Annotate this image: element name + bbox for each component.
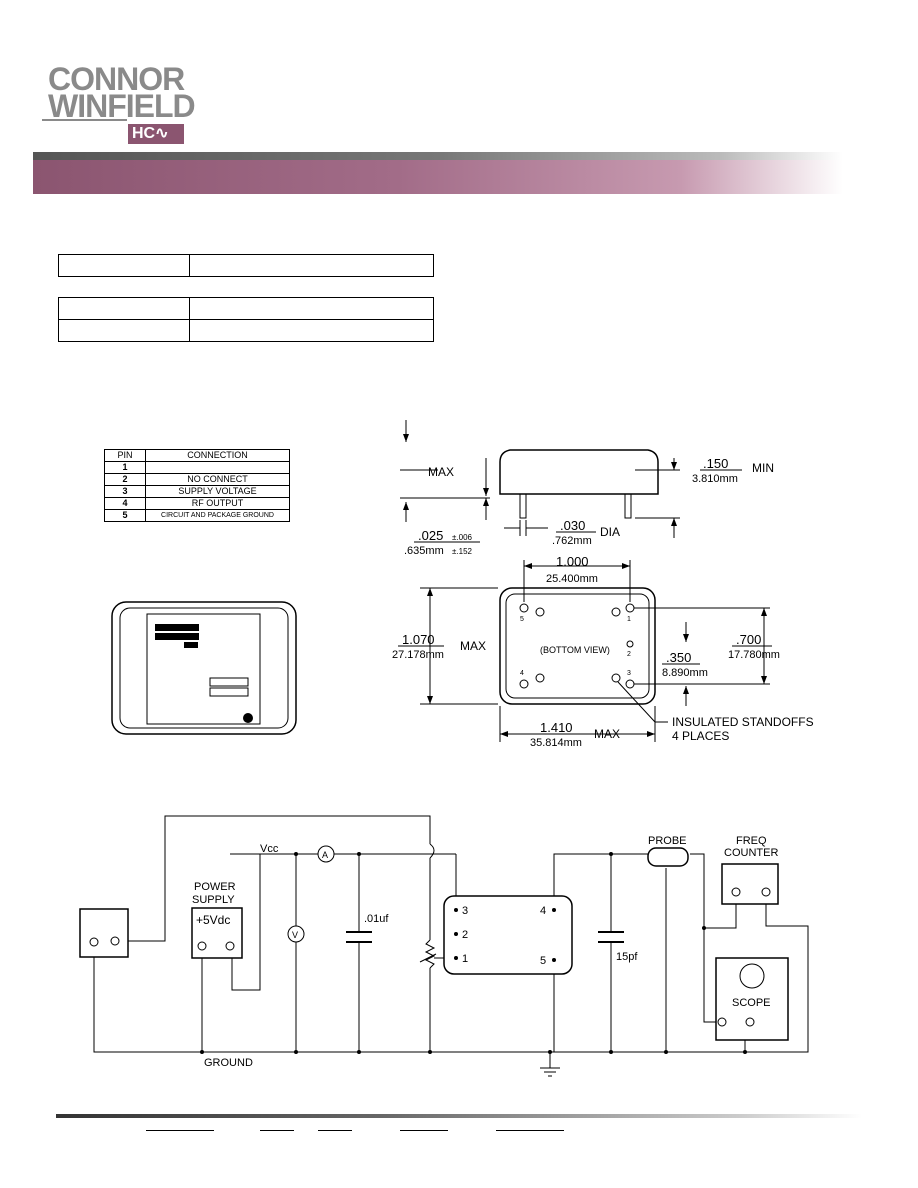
footer-blank [260, 1130, 294, 1131]
dim-025-tol: ±.006 [452, 533, 473, 542]
dim-025: .025 [418, 528, 443, 543]
info-cell [58, 319, 190, 342]
logo-mark-box [128, 124, 184, 144]
dim-700: .700 [736, 632, 761, 647]
info-cell [58, 297, 190, 320]
dim-700-mm: 17.780mm [728, 649, 780, 661]
pin-number: 4 [104, 497, 146, 510]
bottom-view-label: (BOTTOM VIEW) [540, 645, 610, 655]
dim-1410-mm: 35.814mm [530, 737, 582, 749]
power-supply-label-2: SUPPLY [192, 894, 235, 906]
pin-connection: NO CONNECT [145, 473, 290, 486]
dim-025-mm-tol: ±.152 [452, 547, 473, 556]
vcc-label: Vcc [260, 843, 279, 855]
dut-pin-3: 3 [462, 905, 468, 917]
dim-150: .150 [703, 456, 728, 471]
dim-1000: 1.000 [556, 554, 589, 569]
dut-pin-2: 2 [462, 929, 468, 941]
pin-number: 2 [104, 473, 146, 486]
probe-label: PROBE [648, 835, 687, 847]
dim-min: MIN [752, 461, 774, 475]
freq-counter-label-2: COUNTER [724, 847, 778, 859]
bottom-pin-2: 2 [627, 651, 631, 658]
dim-030-mm: .762mm [552, 535, 592, 547]
footer-blank [496, 1130, 564, 1131]
info-cell [58, 254, 190, 277]
dim-025-mm: .635mm [404, 545, 444, 557]
dim-max-side: MAX [428, 465, 454, 479]
freq-counter-label-1: FREQ [736, 835, 767, 847]
pin-connection: SUPPLY VOLTAGE [145, 485, 290, 498]
supply-voltage-label: +5Vdc [196, 913, 230, 927]
dim-150-mm: 3.810mm [692, 473, 738, 485]
dim-dia: DIA [600, 525, 620, 539]
bottom-pin-4: 4 [520, 670, 524, 677]
voltmeter-label: V [292, 930, 298, 940]
ammeter-label: A [322, 850, 328, 860]
test-circuit: POWER SUPPLY +5Vdc Vcc A V .01uf 3 2 1 4… [79, 815, 809, 1077]
bottom-pin-1: 1 [627, 616, 631, 623]
dim-1410: 1.410 [540, 720, 573, 735]
dim-1070: 1.070 [402, 632, 435, 647]
logo-line-winfield: WINFIELD [48, 88, 196, 124]
connection-header: CONNECTION [145, 449, 290, 462]
pin-number: 5 [104, 509, 146, 522]
info-table-2 [58, 297, 434, 342]
dut-pin-4: 4 [540, 905, 546, 917]
power-supply-label-1: POWER [194, 881, 236, 893]
bottom-pin-5: 5 [520, 616, 524, 623]
cap2-label: 15pf [616, 951, 638, 963]
logo-rule [42, 119, 127, 121]
pin-connection: CIRCUIT AND PACKAGE GROUND [145, 509, 290, 522]
footer-blank [400, 1130, 448, 1131]
info-table-1 [58, 254, 434, 277]
info-cell [189, 254, 434, 277]
mechanical-drawing: MAX .150 3.810mm MIN .025 ±.006 .635mm ±… [392, 420, 814, 749]
ground-label: GROUND [204, 1057, 253, 1069]
dim-350-mm: 8.890mm [662, 667, 708, 679]
logo-mark-text: HC∿ [132, 125, 169, 142]
dut-pin-1: 1 [462, 953, 468, 965]
pin-connection [145, 461, 290, 474]
dim-350: .350 [666, 650, 691, 665]
pin-number: 1 [104, 461, 146, 474]
dim-1000-mm: 25.400mm [546, 573, 598, 585]
pin-connection: RF OUTPUT [145, 497, 290, 510]
dut-pin-5: 5 [540, 955, 546, 967]
pin-header: PIN [104, 449, 146, 462]
standoffs-label-2: 4 PLACES [672, 729, 729, 743]
dim-030: .030 [560, 518, 585, 533]
info-cell [189, 319, 434, 342]
dim-max-height: MAX [460, 639, 486, 653]
package-top-view [111, 601, 297, 735]
cap1-label: .01uf [364, 913, 389, 925]
pin-number: 3 [104, 485, 146, 498]
scope-label: SCOPE [732, 997, 771, 1009]
footer-bar [56, 1114, 862, 1118]
header-strip [33, 152, 843, 160]
footer-blank [146, 1130, 214, 1131]
footer-blank [318, 1130, 352, 1131]
bottom-pin-3: 3 [627, 670, 631, 677]
logo-line-connor: CONNOR [48, 61, 185, 97]
info-cell [189, 297, 434, 320]
dim-max-width: MAX [594, 727, 620, 741]
standoffs-label-1: INSULATED STANDOFFS [672, 715, 814, 729]
dim-1070-mm: 27.178mm [392, 649, 444, 661]
